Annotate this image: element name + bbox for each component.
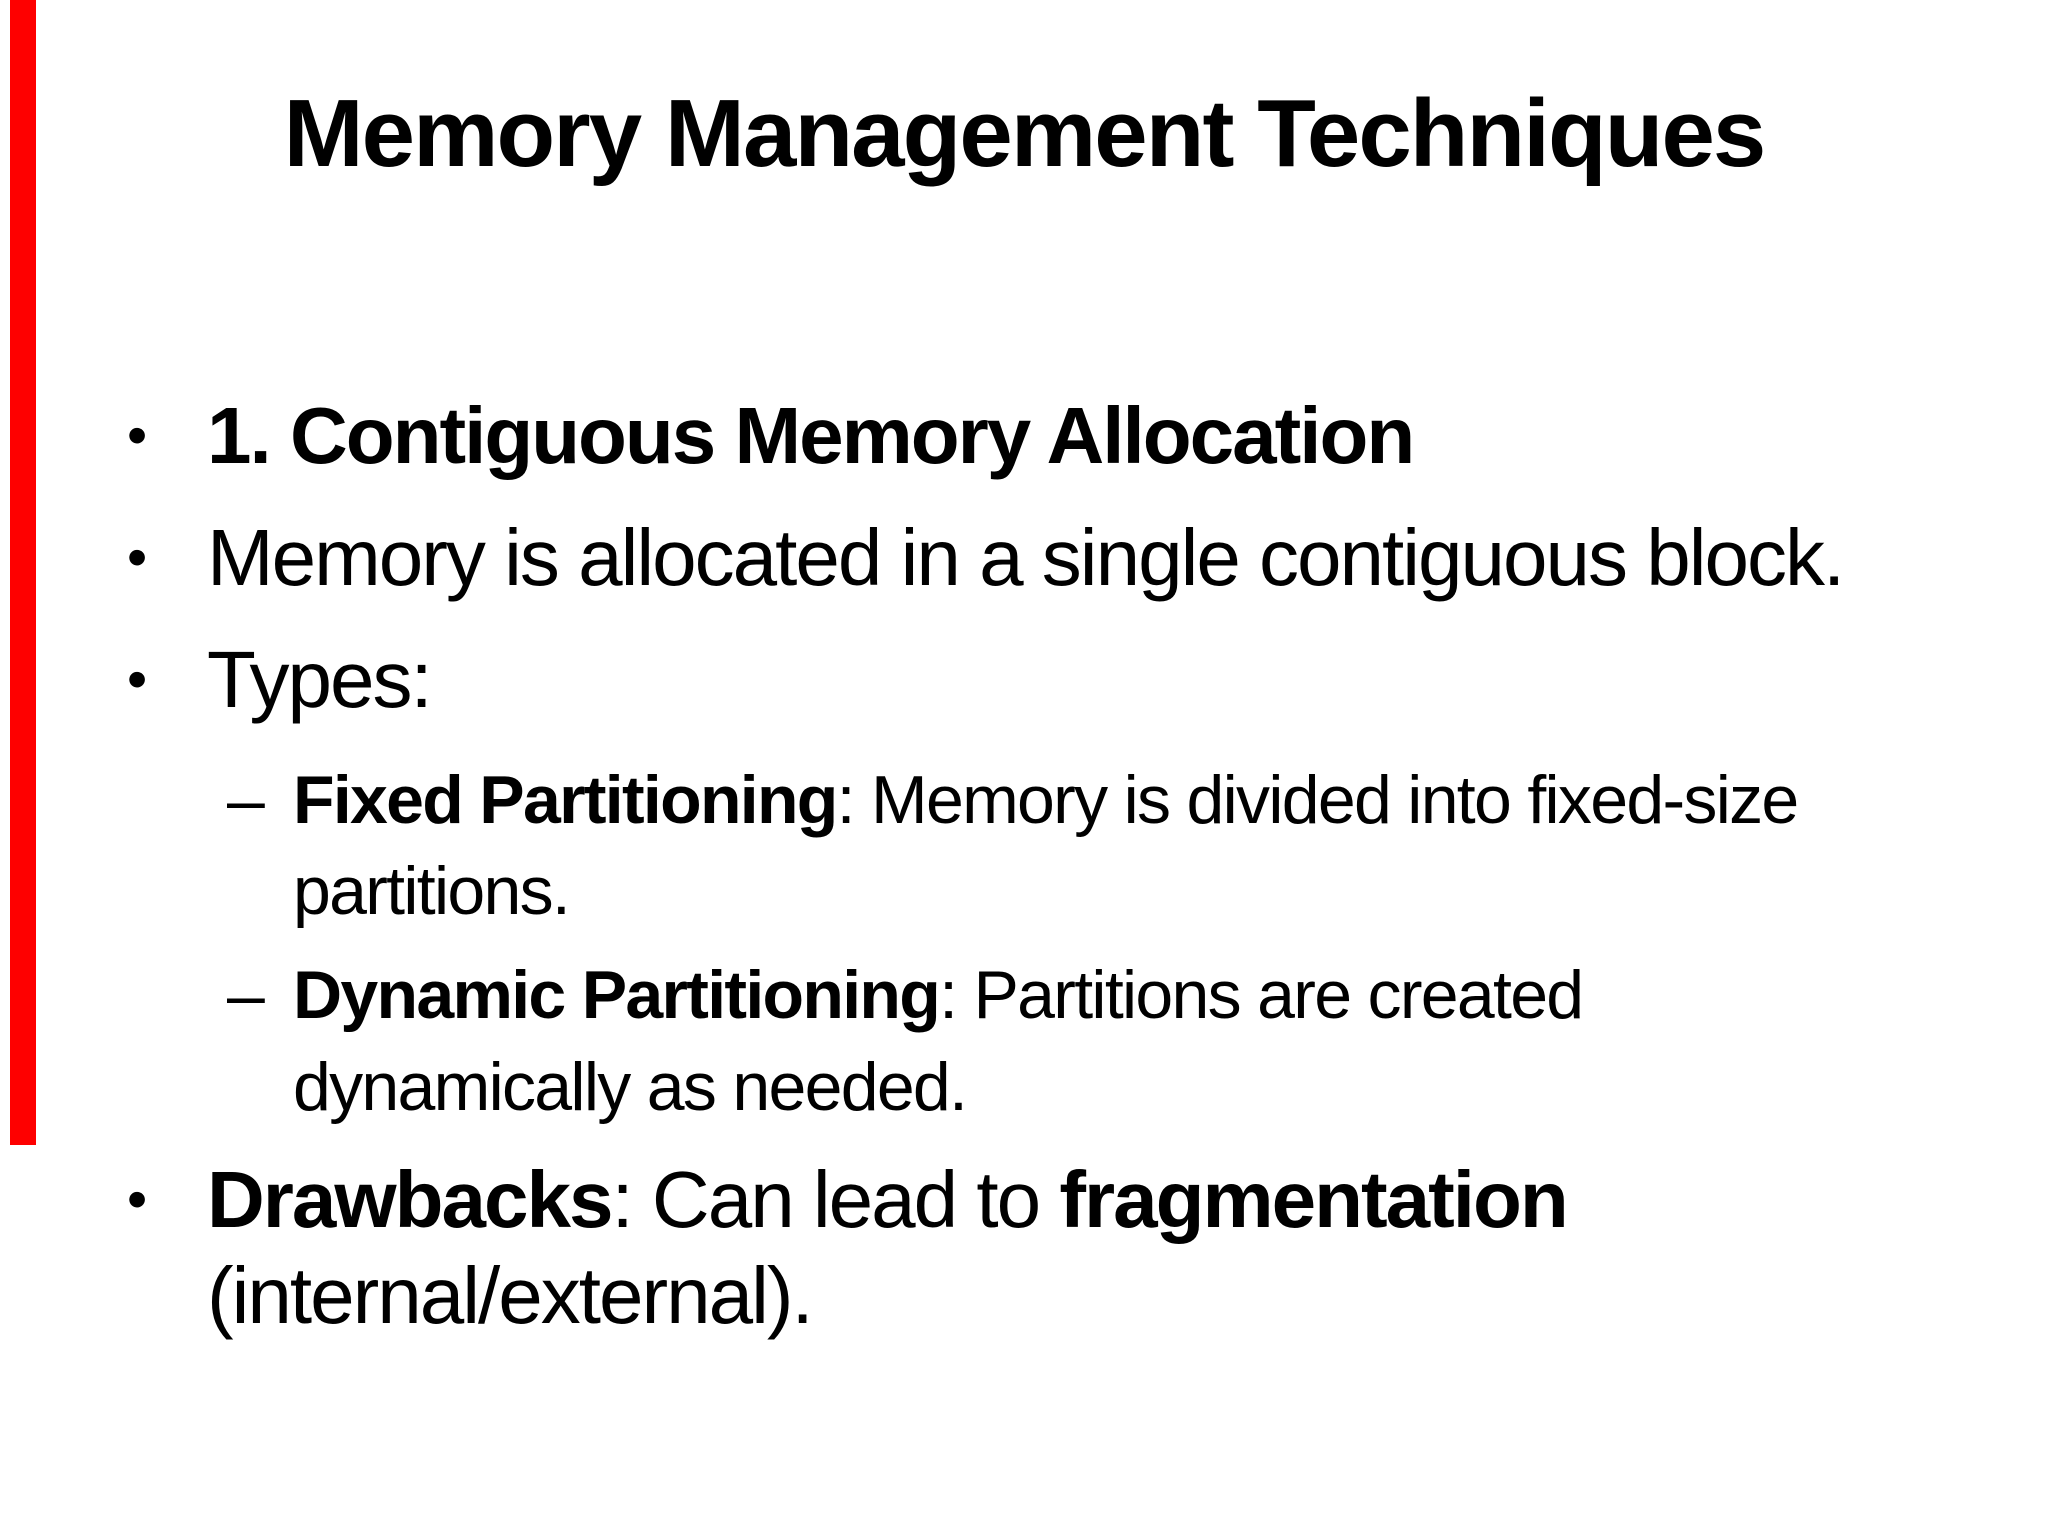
bullet-text: 1. Contiguous Memory Allocation	[207, 388, 2008, 484]
bullet-text: Dynamic Partitioning: Partitions are cre…	[293, 950, 2008, 1134]
text-segment: : Partitions are created	[939, 957, 1584, 1034]
bullet-marker-icon: •	[127, 404, 147, 468]
bullet-text-line: Drawbacks: Can lead to fragmentation	[207, 1152, 2008, 1248]
bullet-marker-icon: •	[127, 648, 147, 713]
slide-title: Memory Management Techniques	[283, 80, 1767, 187]
bold-text-segment: Dynamic Partitioning	[293, 957, 941, 1034]
sub-bullet-item: –Fixed Partitioning: Memory is divided i…	[225, 755, 2008, 939]
bullet-text-line: (internal/external).	[207, 1248, 2008, 1344]
text-segment: partitions.	[293, 853, 571, 930]
bullet-item: •Drawbacks: Can lead to fragmentation(in…	[125, 1152, 2008, 1344]
text-segment: (internal/external).	[207, 1250, 814, 1340]
bold-text-segment: fragmentation	[1059, 1154, 1568, 1244]
text-segment: Types:	[207, 635, 433, 725]
bullet-text-line: Memory is allocated in a single contiguo…	[207, 510, 2008, 606]
text-segment: : Memory is divided into fixed-size	[836, 761, 1800, 838]
sub-bullet-item: –Dynamic Partitioning: Partitions are cr…	[225, 950, 2008, 1134]
bullet-text-line: partitions.	[293, 846, 2008, 938]
bullet-text-line: 1. Contiguous Memory Allocation	[207, 388, 2008, 484]
bullet-text: Types:	[207, 632, 2008, 728]
bullet-text-line: Fixed Partitioning: Memory is divided in…	[293, 755, 2008, 847]
bullet-marker-icon: •	[127, 1167, 147, 1232]
bullet-text-line: Dynamic Partitioning: Partitions are cre…	[293, 950, 2008, 1042]
text-segment: Memory is allocated in a single contiguo…	[207, 513, 1845, 603]
bullet-item: • Memory is allocated in a single contigu…	[125, 510, 2008, 606]
bullet-text: Fixed Partitioning: Memory is divided in…	[293, 755, 2008, 939]
bullet-item: • 1. Contiguous Memory Allocation	[125, 388, 2008, 484]
bullet-marker-icon: •	[127, 526, 147, 591]
bullet-text: Drawbacks: Can lead to fragmentation(int…	[207, 1152, 2008, 1344]
bold-text-segment: Fixed Partitioning	[293, 761, 838, 838]
bullet-item: • Types:	[125, 632, 2008, 728]
dash-marker-icon: –	[227, 957, 265, 1034]
left-red-stripe	[10, 0, 36, 1145]
bullet-text-line: Types:	[207, 632, 2008, 728]
bullet-text-line: dynamically as needed.	[293, 1042, 2008, 1134]
bullet-text: Memory is allocated in a single contiguo…	[207, 510, 2008, 606]
dash-marker-icon: –	[227, 761, 265, 838]
text-segment: dynamically as needed.	[293, 1048, 968, 1125]
text-segment: : Can lead to	[611, 1154, 1060, 1244]
bold-text-segment: Drawbacks	[207, 1154, 613, 1244]
bullet-list: • 1. Contiguous Memory Allocation • Memory …	[0, 388, 2008, 1370]
bold-text-segment: 1. Contiguous Memory Allocation	[207, 391, 1415, 480]
